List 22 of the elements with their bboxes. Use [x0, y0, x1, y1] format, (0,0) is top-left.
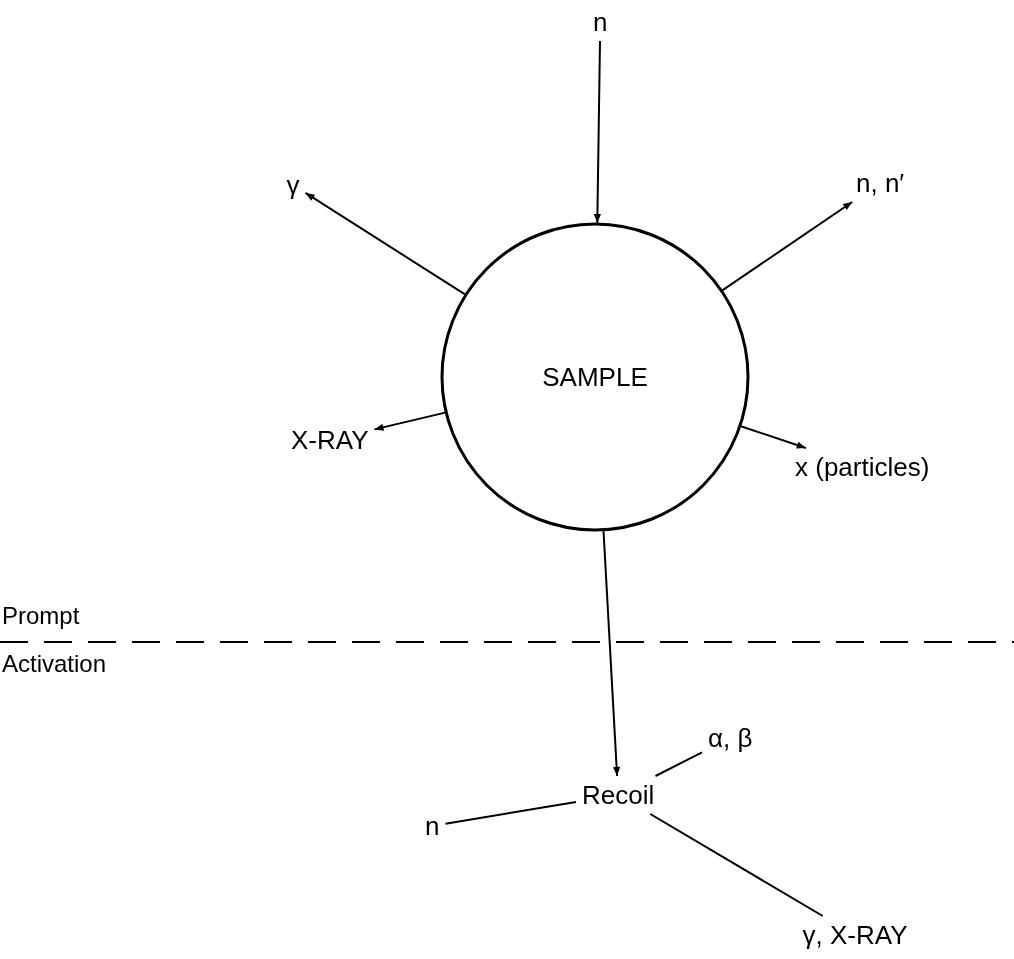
connector-line	[444, 801, 577, 825]
arrow	[304, 191, 466, 296]
particle-label: X-RAY	[291, 427, 369, 453]
connector-line	[654, 751, 703, 777]
reaction-label: Recoil	[582, 782, 655, 808]
region-label: Prompt	[2, 602, 80, 630]
arrow	[373, 411, 447, 431]
particle-label: n	[425, 813, 440, 839]
sample-circle	[440, 222, 750, 532]
arrow	[593, 40, 602, 224]
particle-label: n	[593, 9, 608, 35]
region-label: Activation	[2, 650, 107, 678]
particle-label: x (particles)	[795, 454, 930, 480]
arrow	[602, 529, 621, 777]
arrow	[721, 201, 854, 292]
particle-label: γ, X-RAY	[802, 922, 908, 948]
sample-label: SAMPLE	[542, 361, 648, 393]
arrow	[739, 425, 807, 449]
particle-label: γ	[286, 172, 300, 198]
particle-label: n, n′	[856, 170, 905, 196]
particle-label: α, β	[708, 725, 753, 751]
connector-line	[649, 813, 824, 917]
